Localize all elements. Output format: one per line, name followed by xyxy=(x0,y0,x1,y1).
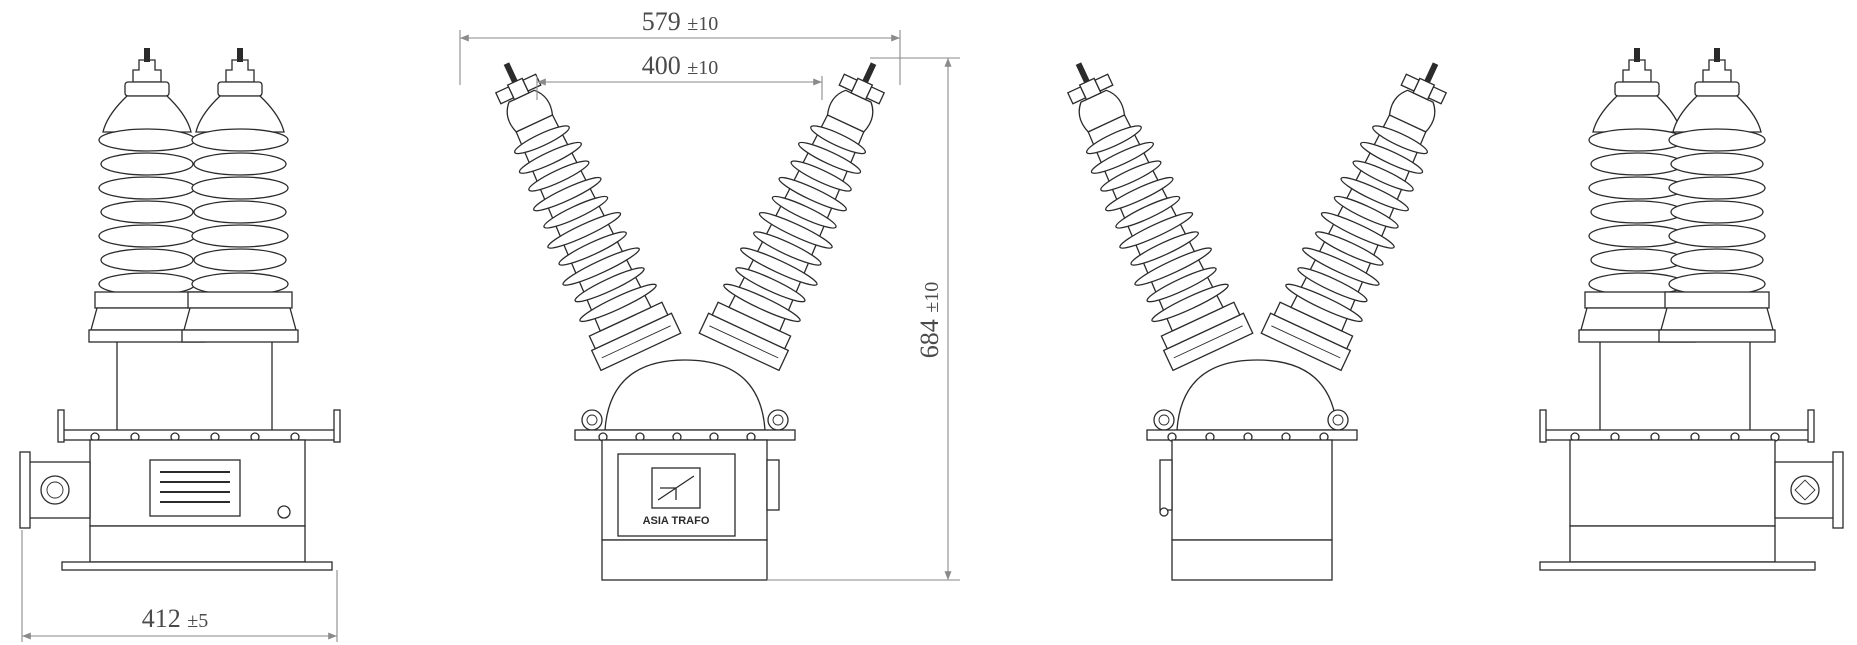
base-width-dimension: 412 ±5 xyxy=(21,530,338,642)
height-label: 684 ±10 xyxy=(915,282,944,358)
rear-view xyxy=(1037,44,1477,581)
side-view-left xyxy=(19,48,341,571)
logo-text: ASIA TRAFO xyxy=(643,515,710,527)
front-view: ASIA TRAFO xyxy=(465,44,915,581)
overall-width-label: 579 ±10 xyxy=(642,7,718,36)
side-view-right xyxy=(1539,48,1844,571)
height-dimension: 684 ±10 xyxy=(767,57,960,581)
base-width-label: 412 ±5 xyxy=(142,604,208,633)
bushing-spacing-label: 400 ±10 xyxy=(642,51,718,80)
overall-width-dimension: 579 ±10 xyxy=(459,7,901,85)
bushing-spacing-dimension: 400 ±10 xyxy=(536,51,823,100)
